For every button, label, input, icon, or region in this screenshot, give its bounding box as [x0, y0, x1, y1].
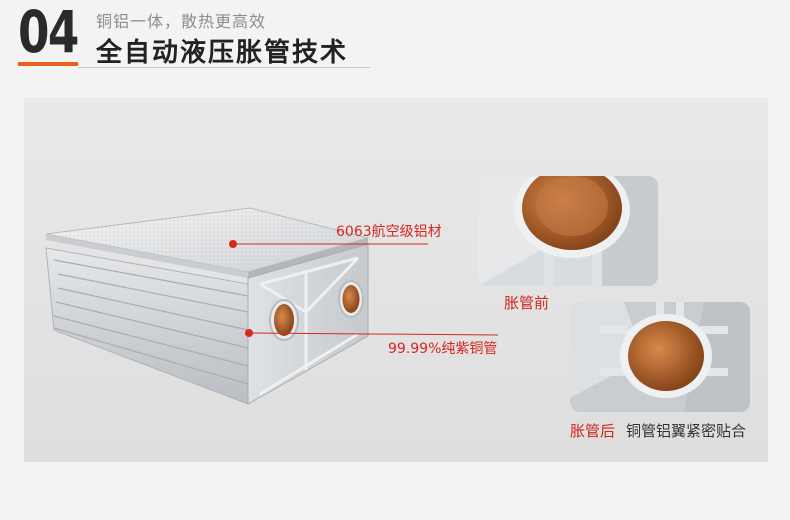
copper-leader	[248, 332, 499, 336]
accent-bar	[18, 62, 78, 66]
after-caption: 胀管后	[570, 422, 616, 440]
before-caption: 胀管前	[504, 294, 550, 312]
after-description: 铜管铝翼紧密贴合	[626, 422, 747, 440]
before-expansion-photo	[478, 176, 658, 286]
radiator-cross-section	[247, 243, 369, 405]
copper-callout: 99.99%纯紫铜管	[388, 341, 498, 357]
section-title: 全自动液压胀管技术	[96, 38, 349, 68]
after-expansion-photo	[570, 302, 750, 412]
header-underline	[78, 67, 370, 68]
aluminum-callout: 6063航空级铝材	[336, 224, 442, 240]
section-subtitle: 铜铝一体，散热更高效	[96, 12, 267, 31]
section-number: 04	[18, 0, 79, 66]
section-header: 04 铜铝一体，散热更高效 全自动液压胀管技术	[0, 0, 790, 80]
product-panel: 6063航空级铝材 99.99%纯紫铜管 胀管前 胀管后 铜管铝翼紧密贴合	[24, 98, 768, 462]
radiator-illustration	[45, 176, 750, 412]
